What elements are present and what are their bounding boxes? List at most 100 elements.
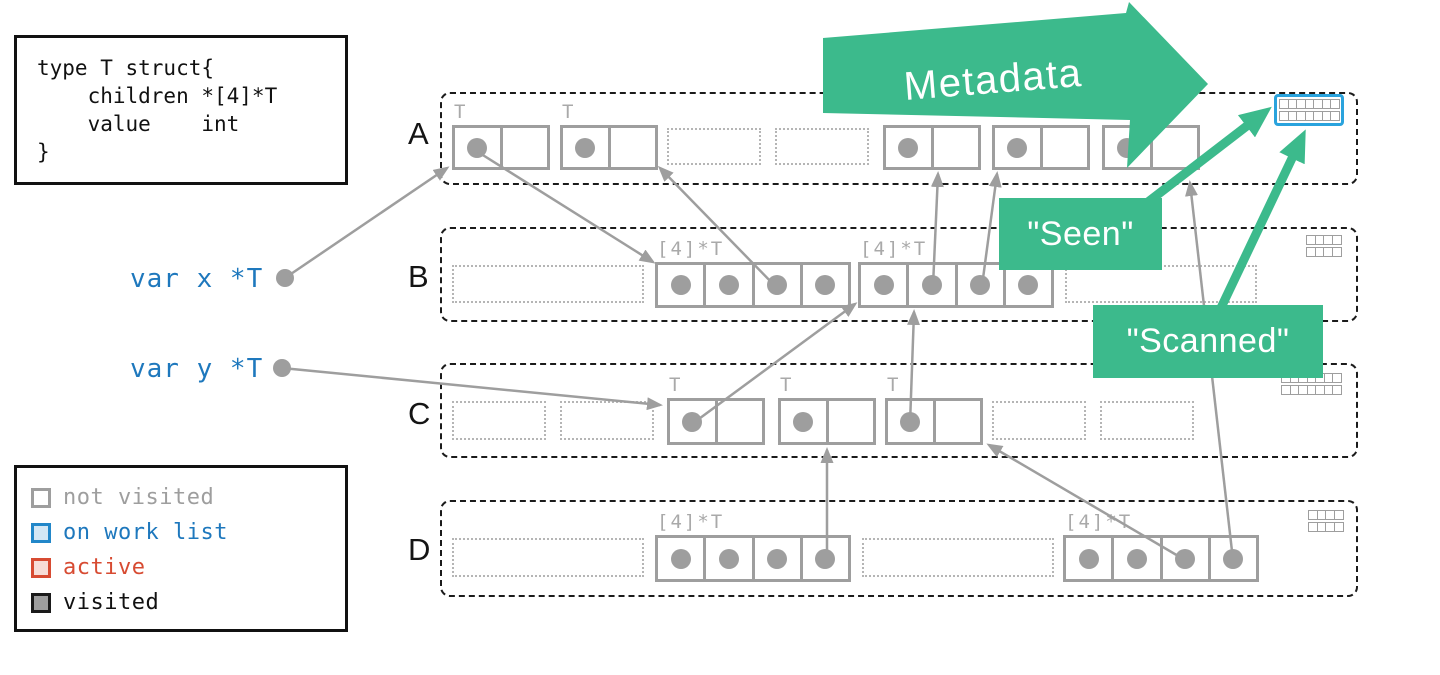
pointer-dot: [1007, 137, 1028, 158]
heap-cell: [888, 401, 933, 442]
pointer-dot: [682, 411, 703, 432]
heap-cell: [751, 265, 800, 305]
bitmap-cell: [1331, 235, 1342, 245]
heap-object: T: [885, 374, 983, 445]
empty-slot: [452, 401, 546, 440]
empty-slot: [1100, 401, 1194, 440]
heap-cell: [1066, 538, 1111, 579]
heap-object: [1102, 125, 1200, 170]
bitmap-row: [1279, 99, 1340, 109]
heap-cell: [954, 265, 1003, 305]
pointer-dot: [970, 275, 991, 295]
bitmap-cell: [1332, 385, 1342, 395]
worklist-bitmap: [1274, 94, 1344, 126]
empty-slot: [452, 265, 644, 303]
empty-slot: [452, 538, 644, 577]
heap-row-D: [440, 500, 1358, 597]
bitmap-row: [1308, 510, 1344, 520]
object-type-label: T: [780, 374, 794, 396]
heap-cell: [455, 128, 500, 167]
heap-cell: [861, 265, 906, 305]
heap-cell: [781, 401, 826, 442]
heap-cell: [799, 538, 848, 579]
heap-cell: [703, 538, 751, 579]
heap-cell: [886, 128, 931, 167]
pointer-dot: [1223, 548, 1244, 569]
empty-slot: [560, 401, 654, 440]
metadata-bitmap: [1308, 510, 1344, 532]
heap-cell: [906, 265, 954, 305]
heap-cell: [563, 128, 608, 167]
legend-swatch: [31, 592, 51, 613]
var-x-label: var x *T: [130, 264, 264, 294]
bitmap-cell: [1331, 247, 1342, 257]
heap-cell: [995, 128, 1040, 167]
pointer-dot: [1175, 548, 1196, 569]
heap-cell: [799, 265, 848, 305]
bitmap-cell: [1330, 99, 1340, 109]
pointer-dot: [873, 275, 894, 295]
empty-slot: [862, 538, 1054, 577]
legend-label: not visited: [63, 485, 215, 510]
bitmap-cell: [1332, 373, 1342, 383]
heap-cell: [1207, 538, 1256, 579]
pointer-dot: [900, 411, 921, 432]
heap-cell: [1039, 128, 1088, 167]
empty-slot: [992, 401, 1086, 440]
pointer-dot: [898, 137, 919, 158]
object-type-label: T: [454, 101, 468, 123]
object-type-label: [4]*T: [657, 511, 725, 533]
pointer-dot: [793, 411, 814, 432]
pointer-dot: [467, 137, 488, 158]
legend-item: active: [31, 550, 345, 585]
pointer-dot: [575, 137, 596, 158]
heap-object: [4]*T: [655, 511, 851, 582]
heap-cell: [1105, 128, 1150, 167]
legend-label: active: [63, 555, 146, 580]
pointer-dot: [815, 275, 836, 295]
object-type-label: [4]*T: [657, 238, 725, 260]
heap-cell: [930, 128, 979, 167]
seen-label: "Seen": [999, 198, 1162, 270]
heap-object: [992, 125, 1090, 170]
bitmap-cell: [1330, 111, 1340, 121]
row-label-A: A: [408, 116, 429, 151]
row-label-B: B: [408, 259, 429, 294]
empty-slot: [775, 128, 869, 165]
type-definition-box: type T struct{ children *[4]*T value int…: [14, 35, 348, 185]
heap-cell: [825, 401, 874, 442]
heap-row-C: [440, 363, 1358, 458]
heap-cell: [751, 538, 800, 579]
legend-label: visited: [63, 590, 160, 615]
metadata-bitmap: [1306, 235, 1342, 257]
row-label-C: C: [408, 396, 431, 431]
pointer-dot: [767, 275, 788, 295]
legend-label: on work list: [63, 520, 228, 545]
bitmap-cell: [1333, 510, 1344, 520]
heap-object: [4]*T: [655, 238, 851, 308]
heap-cell: [1159, 538, 1208, 579]
pointer-dot: [1078, 548, 1099, 569]
var-y-label: var y *T: [130, 354, 264, 384]
pointer-dot: [815, 548, 836, 569]
heap-object: T: [452, 101, 550, 170]
bitmap-row: [1281, 385, 1342, 395]
heap-cell: [714, 401, 763, 442]
legend-box: not visited on work list active visited: [14, 465, 348, 632]
pointer-dot: [670, 548, 691, 569]
heap-cell: [1002, 265, 1051, 305]
heap-object: [4]*T: [1063, 511, 1259, 582]
row-label-D: D: [408, 532, 431, 567]
bitmap-row: [1308, 522, 1344, 532]
legend-swatch: [31, 487, 51, 508]
object-type-label: [4]*T: [860, 238, 928, 260]
legend-swatch: [31, 557, 51, 578]
heap-object: T: [778, 374, 876, 445]
legend-item: on work list: [31, 515, 345, 550]
object-type-label: T: [669, 374, 683, 396]
pointer-dot: [1117, 137, 1138, 158]
legend-swatch: [31, 522, 51, 543]
legend-item: visited: [31, 585, 345, 620]
bitmap-row: [1306, 235, 1342, 245]
